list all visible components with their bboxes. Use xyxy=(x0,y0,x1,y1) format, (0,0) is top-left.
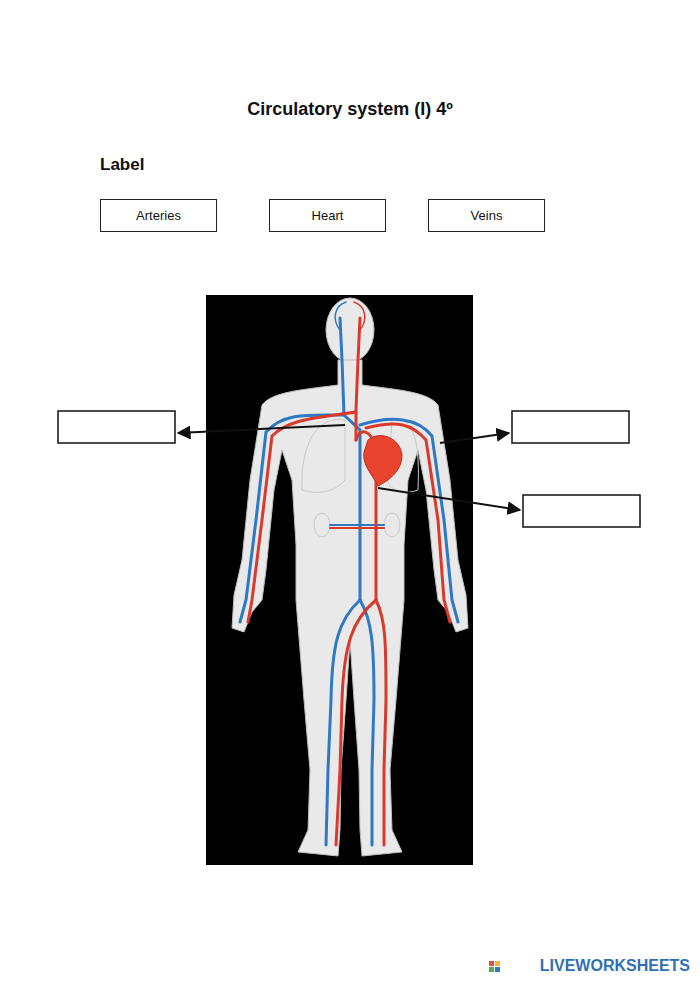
answer-box xyxy=(523,495,640,527)
word-box: Veins xyxy=(428,199,545,232)
watermark: LIVEWORKSHEETS xyxy=(540,957,690,975)
word-box: Heart xyxy=(269,199,386,232)
word-option: Veins xyxy=(471,208,503,223)
leader-arrow xyxy=(378,488,520,510)
leader-arrow xyxy=(178,425,345,433)
answer-box xyxy=(512,411,629,443)
veins-drawing xyxy=(240,302,458,845)
arteries-drawing xyxy=(248,302,450,845)
heart-drawing xyxy=(364,436,402,486)
body-silhouette xyxy=(232,298,468,856)
word-option: Arteries xyxy=(136,208,181,223)
answer-box xyxy=(58,411,175,443)
image-background xyxy=(206,295,473,865)
word-option: Heart xyxy=(312,208,344,223)
answer-boxes xyxy=(58,411,640,527)
word-box: Arteries xyxy=(100,199,217,232)
leader-arrows xyxy=(178,425,520,510)
logo-icon xyxy=(489,961,500,972)
worksheet-title: Circulatory system (I) 4º xyxy=(0,99,700,120)
section-heading: Label xyxy=(100,155,144,175)
leader-arrow xyxy=(440,433,509,443)
